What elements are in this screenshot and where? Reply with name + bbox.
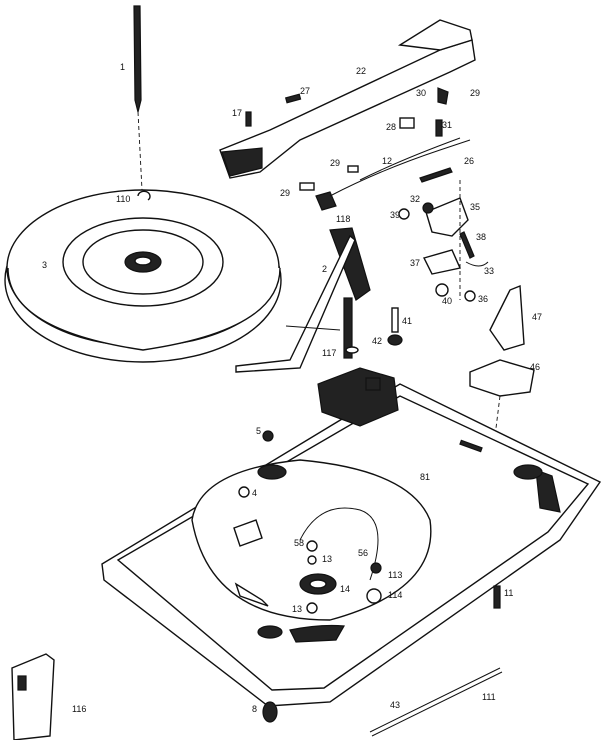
label-2: 2	[322, 264, 327, 274]
label-11: 11	[504, 588, 513, 598]
label-14: 14	[340, 584, 350, 594]
label-114: 114	[388, 590, 402, 600]
label-41: 41	[402, 316, 412, 326]
spindle-part	[133, 5, 143, 191]
label-39: 39	[390, 210, 400, 220]
label-8: 8	[252, 704, 257, 714]
base-plate-part	[101, 367, 602, 707]
label-46: 46	[530, 362, 540, 372]
label-29c: 29	[280, 188, 290, 198]
label-38: 38	[476, 232, 486, 242]
label-17: 17	[232, 108, 242, 118]
foot-5-part	[262, 430, 274, 442]
label-118: 118	[336, 214, 350, 224]
label-22: 22	[356, 66, 366, 76]
label-4: 4	[252, 488, 257, 498]
label-81: 81	[420, 472, 430, 482]
label-117: 117	[322, 348, 336, 358]
label-28: 28	[386, 122, 396, 132]
label-58: 58	[294, 538, 304, 548]
foot-8-part	[262, 701, 278, 723]
label-33: 33	[484, 266, 494, 276]
label-29a: 29	[470, 88, 480, 98]
screw-17-part	[245, 111, 252, 127]
label-12: 12	[382, 156, 392, 166]
label-116: 116	[72, 704, 86, 714]
mechanism-cluster	[315, 87, 489, 302]
screw-41-part	[345, 307, 403, 354]
label-43: 43	[390, 700, 400, 710]
label-40: 40	[442, 296, 452, 306]
label-29b: 29	[330, 158, 340, 168]
label-3: 3	[42, 260, 47, 270]
tonearm-part	[219, 19, 476, 191]
label-13b: 13	[292, 604, 302, 614]
platter-part	[4, 189, 282, 363]
label-37: 37	[410, 258, 420, 268]
label-31: 31	[442, 120, 452, 130]
label-13a: 13	[322, 554, 332, 564]
label-47: 47	[532, 312, 542, 322]
label-5: 5	[256, 426, 261, 436]
label-42: 42	[372, 336, 382, 346]
label-26: 26	[464, 156, 474, 166]
label-35: 35	[470, 202, 480, 212]
block-46-part	[469, 359, 535, 461]
label-27: 27	[300, 86, 310, 96]
label-30: 30	[416, 88, 426, 98]
rod-43-part	[369, 667, 503, 737]
label-113: 113	[388, 570, 402, 580]
bracket-47-part	[489, 284, 525, 351]
screw-4-part	[238, 486, 250, 498]
screw-11-part	[493, 585, 501, 609]
tonearm-post-part	[235, 227, 371, 373]
bracket-116-part	[11, 653, 55, 740]
label-110: 110	[116, 194, 130, 204]
label-32: 32	[410, 194, 420, 204]
label-111: 111	[482, 692, 496, 702]
label-56: 56	[358, 548, 368, 558]
label-36: 36	[478, 294, 488, 304]
label-1: 1	[120, 62, 125, 72]
